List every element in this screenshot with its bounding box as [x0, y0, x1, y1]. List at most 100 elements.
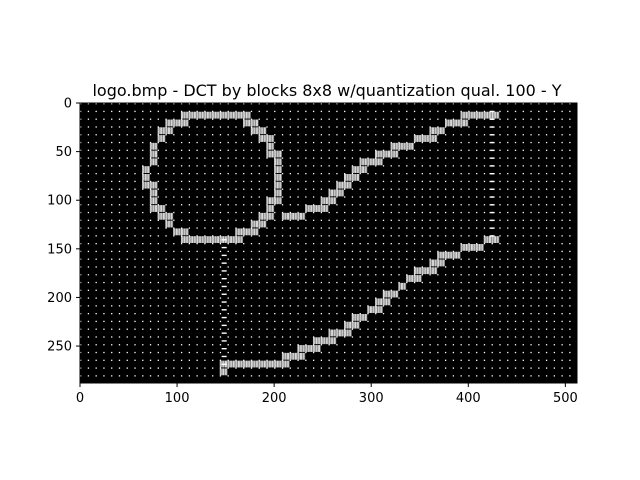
dc-dot: [382, 297, 385, 299]
edge-stroke: [375, 150, 378, 158]
dc-dot: [235, 289, 237, 291]
dc-dot: [553, 134, 556, 136]
dc-dot: [103, 313, 105, 315]
dc-dot: [452, 274, 455, 276]
dc-dot: [142, 313, 144, 315]
dc-dot: [421, 180, 423, 183]
dc-dot: [320, 258, 323, 260]
dc-dot: [476, 219, 478, 221]
dc-dot: [569, 141, 571, 144]
dc-dot: [336, 110, 338, 113]
dc-dot: [305, 134, 307, 136]
edge-stroke: [266, 135, 269, 142]
dc-dot: [382, 289, 385, 291]
dc-dot: [320, 243, 323, 245]
dc-dot: [204, 126, 206, 128]
dc-dot: [142, 266, 144, 268]
dc-dot: [196, 281, 198, 284]
edge-stroke: [349, 181, 352, 189]
dc-dot: [483, 250, 486, 253]
dc-dot: [281, 157, 284, 159]
edge-stroke: [346, 321, 349, 329]
dc-dot: [180, 110, 183, 113]
dc-dot: [429, 313, 431, 315]
dc-dot: [421, 211, 423, 214]
dc-dot: [87, 180, 90, 183]
dc-dot: [530, 359, 532, 361]
dc-dot: [149, 305, 152, 307]
dc-dot: [413, 289, 416, 291]
dc-dot: [95, 274, 97, 276]
dc-dot: [499, 274, 501, 276]
dc-dot: [398, 141, 400, 144]
dc-dot: [561, 274, 563, 276]
dc-dot: [507, 243, 509, 245]
dc-dot: [312, 219, 315, 221]
dc-dot: [227, 243, 229, 245]
dc-dot: [103, 344, 105, 346]
edge-stroke: [367, 158, 370, 166]
dc-dot: [545, 227, 548, 229]
dc-dot: [149, 180, 152, 183]
dc-dot: [359, 359, 361, 361]
dc-dot: [142, 367, 144, 369]
dc-dot: [173, 149, 175, 151]
dc-dot: [413, 165, 416, 167]
dc-dot: [452, 258, 455, 260]
dc-dot: [553, 320, 556, 323]
dc-dot: [320, 126, 323, 128]
dc-dot: [460, 110, 462, 113]
dc-dot: [514, 165, 517, 167]
dc-dot: [452, 157, 455, 159]
dc-dot: [165, 204, 167, 206]
dc-dot: [266, 110, 268, 113]
dc-dot: [452, 110, 455, 113]
dc-dot: [134, 375, 136, 377]
dc-dot: [507, 196, 509, 198]
dc-dot: [561, 320, 563, 323]
dc-dot: [188, 281, 191, 284]
dc-dot: [530, 250, 532, 253]
dc-dot: [522, 211, 524, 214]
dc-dot: [118, 351, 121, 354]
dc-dot: [204, 157, 206, 159]
dc-dot: [80, 141, 82, 144]
dc-dot: [258, 134, 260, 136]
dc-dot: [212, 289, 214, 291]
dc-dot: [126, 180, 128, 183]
dc-dot: [413, 297, 416, 299]
dc-dot: [118, 289, 121, 291]
dc-dot: [297, 305, 299, 307]
dc-dot: [258, 313, 260, 315]
dc-dot: [468, 110, 470, 113]
edge-stroke: [219, 236, 222, 243]
dc-dot: [530, 110, 532, 113]
dc-dot: [289, 305, 291, 307]
dc-dot: [142, 281, 144, 284]
dc-dot: [204, 219, 206, 221]
dc-dot: [111, 320, 113, 323]
dc-dot: [196, 258, 198, 260]
dc-dot: [483, 235, 486, 237]
edge-stroke: [400, 142, 403, 150]
dc-dot: [149, 165, 152, 167]
dc-dot: [507, 173, 509, 175]
dc-dot: [312, 157, 315, 159]
dc-dot: [219, 243, 222, 245]
dc-dot: [180, 235, 183, 237]
dc-dot: [227, 126, 229, 128]
dc-dot: [274, 204, 276, 206]
dc-dot: [561, 297, 563, 299]
dc-dot: [80, 336, 82, 338]
edge-stroke: [281, 352, 284, 360]
dc-dot: [212, 274, 214, 276]
dc-dot: [545, 149, 548, 151]
dc-dot: [250, 258, 253, 260]
dc-dot: [118, 118, 121, 120]
dc-dot: [320, 211, 323, 214]
dc-dot: [266, 289, 268, 291]
dc-dot: [398, 157, 400, 159]
dc-dot: [514, 149, 517, 151]
edge-stroke: [331, 337, 334, 345]
dc-dot: [444, 359, 447, 361]
